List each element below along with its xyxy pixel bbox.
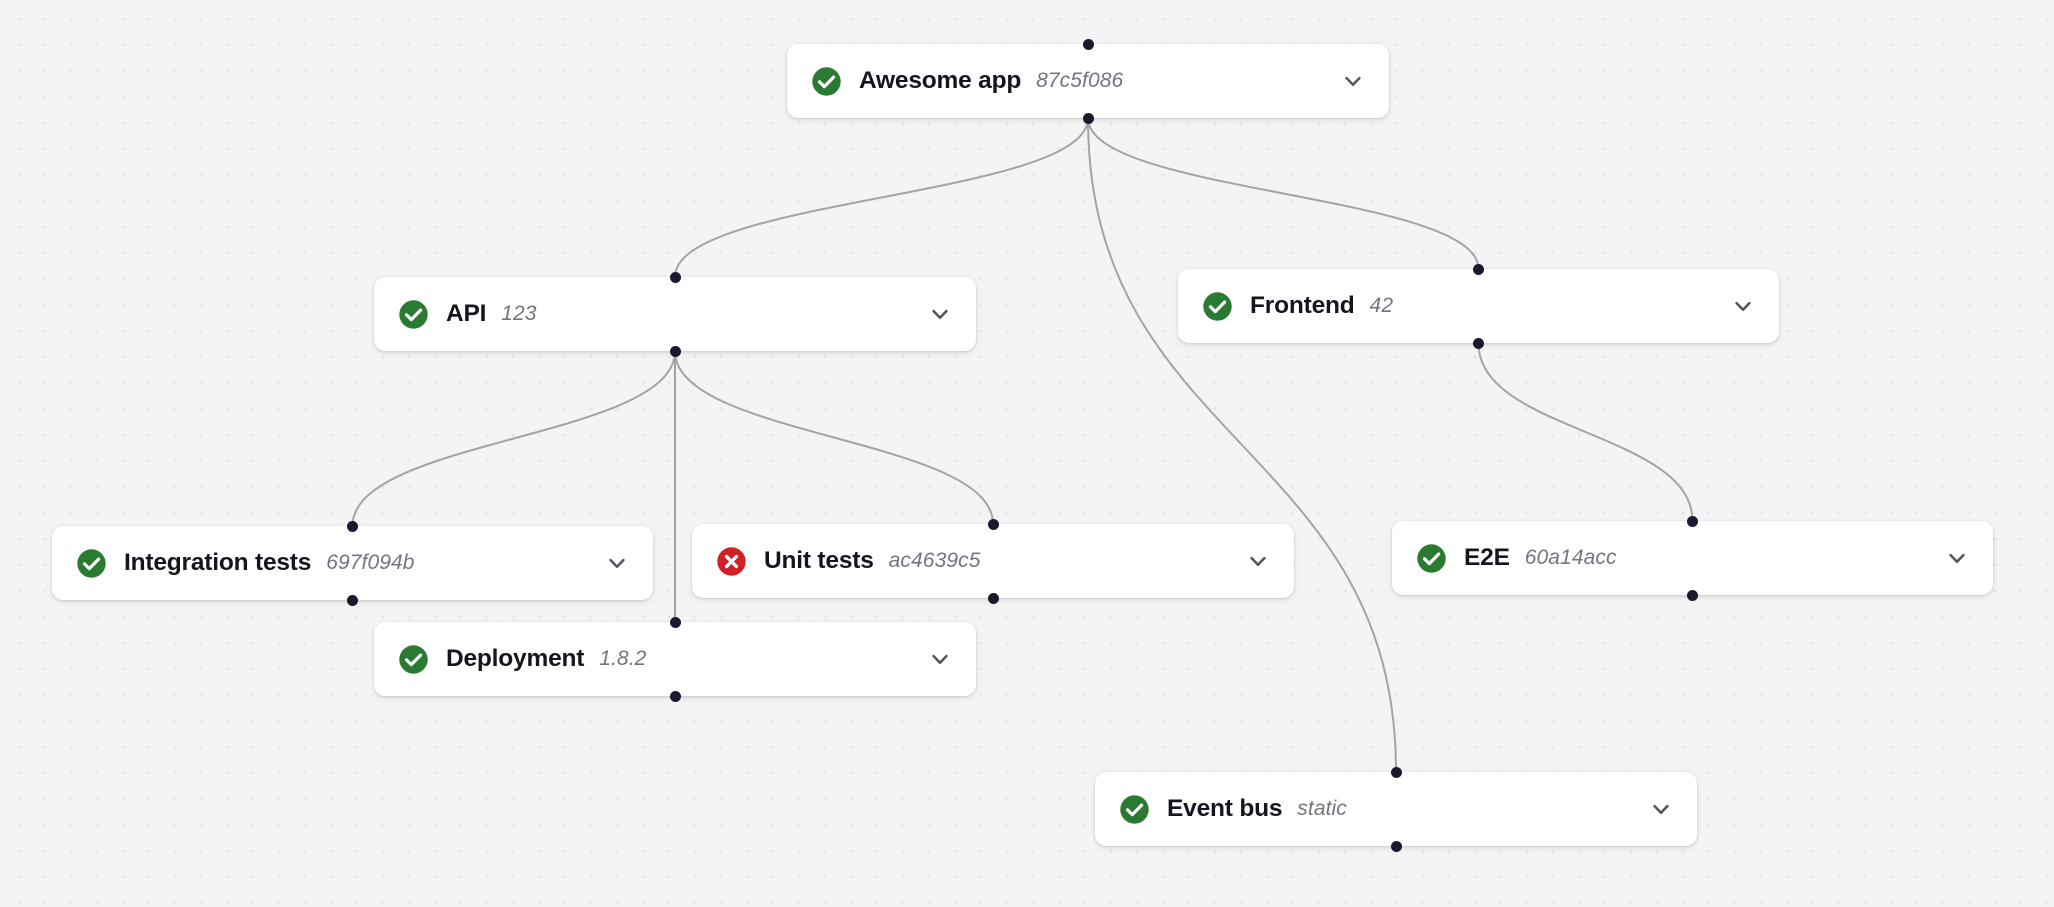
check-circle-icon xyxy=(1120,794,1149,824)
node-status-icon xyxy=(76,548,107,579)
graph-node-deployment[interactable]: Deployment 1.8.2 xyxy=(374,616,976,702)
node-expand-button[interactable] xyxy=(1729,292,1757,320)
node-meta: static xyxy=(1297,797,1347,820)
chevron-down-icon[interactable] xyxy=(1339,67,1367,95)
node-label: API xyxy=(446,300,487,327)
graph-node-unit-tests[interactable]: Unit tests ac4639c5 xyxy=(692,518,1294,604)
node-expand-button[interactable] xyxy=(1244,547,1272,575)
node-target-handle[interactable] xyxy=(347,520,358,532)
node-status-icon xyxy=(716,546,747,577)
node-target-handle[interactable] xyxy=(1390,766,1402,778)
node-status-icon xyxy=(1416,543,1447,574)
node-meta: 42 xyxy=(1369,294,1394,317)
node-expand-button[interactable] xyxy=(1943,544,1971,572)
node-source-handle[interactable] xyxy=(1687,589,1698,601)
check-circle-icon xyxy=(812,66,841,96)
chevron-down-icon[interactable] xyxy=(1244,547,1272,575)
node-target-handle[interactable] xyxy=(669,271,681,283)
chevron-down-icon[interactable] xyxy=(926,645,954,673)
node-expand-button[interactable] xyxy=(1339,67,1367,95)
node-target-handle[interactable] xyxy=(669,616,681,628)
check-circle-icon xyxy=(1203,291,1232,321)
graph-node-event-bus[interactable]: Event bus static xyxy=(1095,766,1697,852)
node-status-icon xyxy=(398,644,429,675)
node-source-handle[interactable] xyxy=(669,690,681,702)
node-label: Frontend xyxy=(1250,292,1355,319)
node-expand-button[interactable] xyxy=(926,300,954,328)
node-source-handle[interactable] xyxy=(1082,112,1094,124)
graph-edge-e-api-unit[interactable] xyxy=(674,350,994,525)
node-label: Awesome app xyxy=(859,67,1022,94)
node-expand-button[interactable] xyxy=(603,549,631,577)
node-source-handle[interactable] xyxy=(1390,840,1402,852)
node-meta: 87c5f086 xyxy=(1036,69,1124,92)
chevron-down-icon[interactable] xyxy=(1647,795,1675,823)
node-status-icon xyxy=(1119,794,1150,825)
node-status-icon xyxy=(398,299,429,330)
node-label: Event bus xyxy=(1167,795,1283,822)
graph-node-awesome-app[interactable]: Awesome app 87c5f086 xyxy=(787,38,1389,124)
node-source-handle[interactable] xyxy=(347,594,358,606)
node-meta: 697f094b xyxy=(326,551,415,574)
graph-edge-e-api-integration[interactable] xyxy=(351,350,676,527)
check-circle-icon xyxy=(77,548,106,578)
node-target-handle[interactable] xyxy=(987,518,999,530)
node-source-handle[interactable] xyxy=(987,592,999,604)
node-target-handle[interactable] xyxy=(1082,38,1094,50)
graph-node-integration-tests[interactable]: Integration tests 697f094b xyxy=(52,520,653,606)
node-expand-button[interactable] xyxy=(1647,795,1675,823)
check-circle-icon xyxy=(1417,543,1446,573)
graph-edge-e-awesome-frontend[interactable] xyxy=(1087,117,1480,270)
graph-edge-e-awesome-eventbus[interactable] xyxy=(1087,117,1397,773)
check-circle-icon xyxy=(399,644,428,674)
graph-node-api[interactable]: API 123 xyxy=(374,271,976,357)
node-source-handle[interactable] xyxy=(1473,337,1484,349)
chevron-down-icon[interactable] xyxy=(1729,292,1757,320)
node-target-handle[interactable] xyxy=(1473,263,1484,275)
node-label: Deployment xyxy=(446,645,585,672)
error-circle-icon xyxy=(717,546,746,576)
graph-edge-e-awesome-api[interactable] xyxy=(674,117,1089,278)
node-status-icon xyxy=(1202,291,1233,322)
graph-node-frontend[interactable]: Frontend 42 xyxy=(1178,263,1779,349)
node-meta: 123 xyxy=(501,302,537,325)
node-label: Integration tests xyxy=(124,549,312,576)
node-label: Unit tests xyxy=(764,547,874,574)
chevron-down-icon[interactable] xyxy=(926,300,954,328)
node-status-icon xyxy=(811,66,842,97)
node-meta: 60a14acc xyxy=(1524,546,1617,569)
node-source-handle[interactable] xyxy=(669,345,681,357)
node-meta: ac4639c5 xyxy=(888,549,981,572)
graph-node-e2e[interactable]: E2E 60a14acc xyxy=(1392,515,1993,601)
chevron-down-icon[interactable] xyxy=(603,549,631,577)
chevron-down-icon[interactable] xyxy=(1943,544,1971,572)
node-meta: 1.8.2 xyxy=(599,647,647,670)
graph-edge-e-frontend-e2e[interactable] xyxy=(1477,342,1694,522)
node-expand-button[interactable] xyxy=(926,645,954,673)
node-label: E2E xyxy=(1464,544,1510,571)
node-target-handle[interactable] xyxy=(1687,515,1698,527)
check-circle-icon xyxy=(399,299,428,329)
